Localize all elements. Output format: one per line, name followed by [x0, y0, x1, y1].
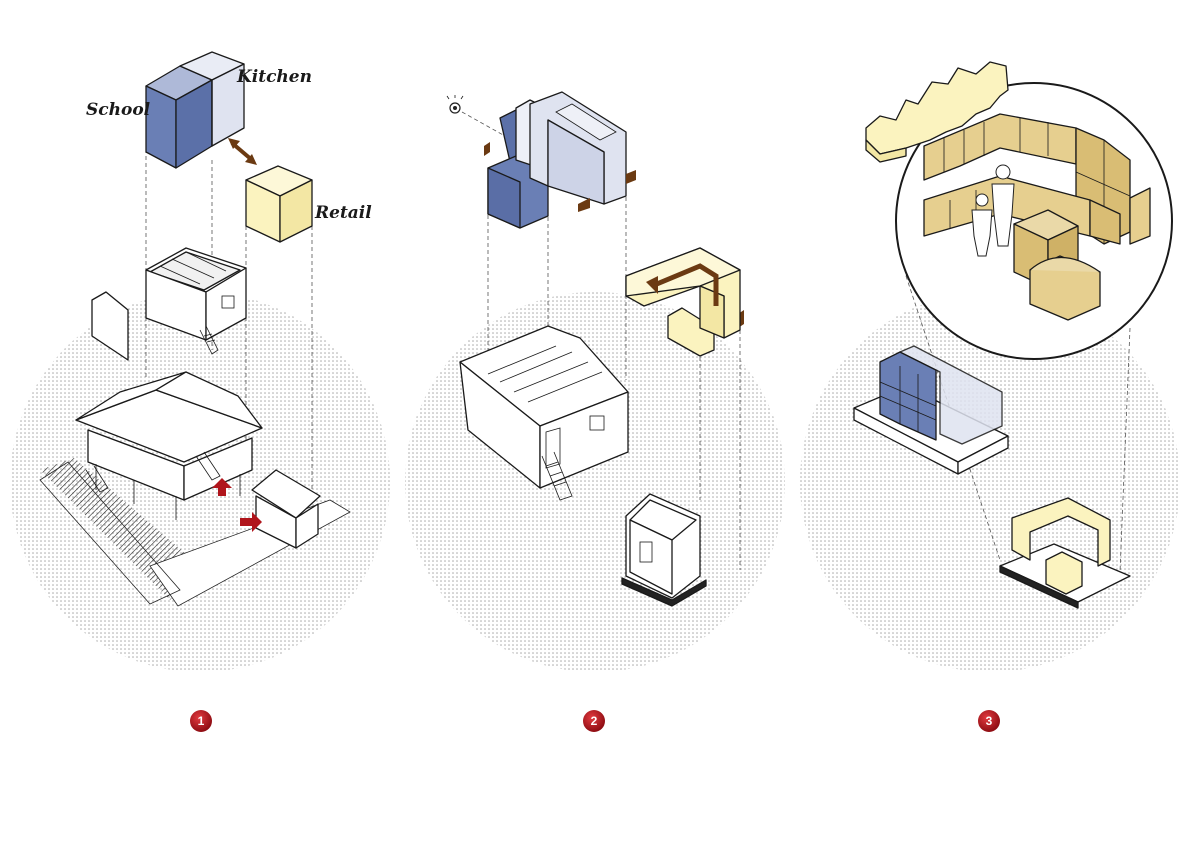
- school-kitchen-block: [145, 51, 245, 169]
- circulation-arrow-icon: [212, 478, 262, 532]
- step-number-1: 1: [198, 714, 205, 728]
- label-kitchen: Kitchen: [236, 67, 312, 87]
- label-school: School: [86, 100, 151, 120]
- circulation-arrow-icon: [646, 263, 719, 306]
- stage-3: [800, 61, 1180, 672]
- room-module: [145, 247, 247, 355]
- house-shell: [459, 325, 629, 501]
- people-figures: [971, 164, 1015, 257]
- step-badge-3: 3: [978, 710, 1000, 732]
- stage-2: [405, 91, 785, 672]
- step-number-3: 3: [986, 714, 993, 728]
- eye-icon: [446, 95, 464, 114]
- stage-1: School Kitchen Retail: [10, 51, 390, 672]
- step-badge-2: 2: [583, 710, 605, 732]
- detail-zoom-circle: [895, 82, 1173, 360]
- main-house: [75, 371, 263, 520]
- retail-platform: [999, 497, 1131, 609]
- wall-panel: [91, 291, 129, 361]
- retail-cube: [245, 165, 313, 243]
- label-retail: Retail: [314, 203, 372, 223]
- interior-platform: [853, 345, 1009, 475]
- exchange-arrow-icon: [228, 138, 257, 165]
- retail-roof-mass: [865, 61, 1009, 163]
- step-badge-1: 1: [190, 710, 212, 732]
- site-dot-circle-2: [405, 292, 785, 672]
- kitchen-partition: [515, 91, 627, 205]
- step-number-2: 2: [591, 714, 598, 728]
- room-shell: [621, 493, 707, 607]
- small-shop: [251, 469, 321, 549]
